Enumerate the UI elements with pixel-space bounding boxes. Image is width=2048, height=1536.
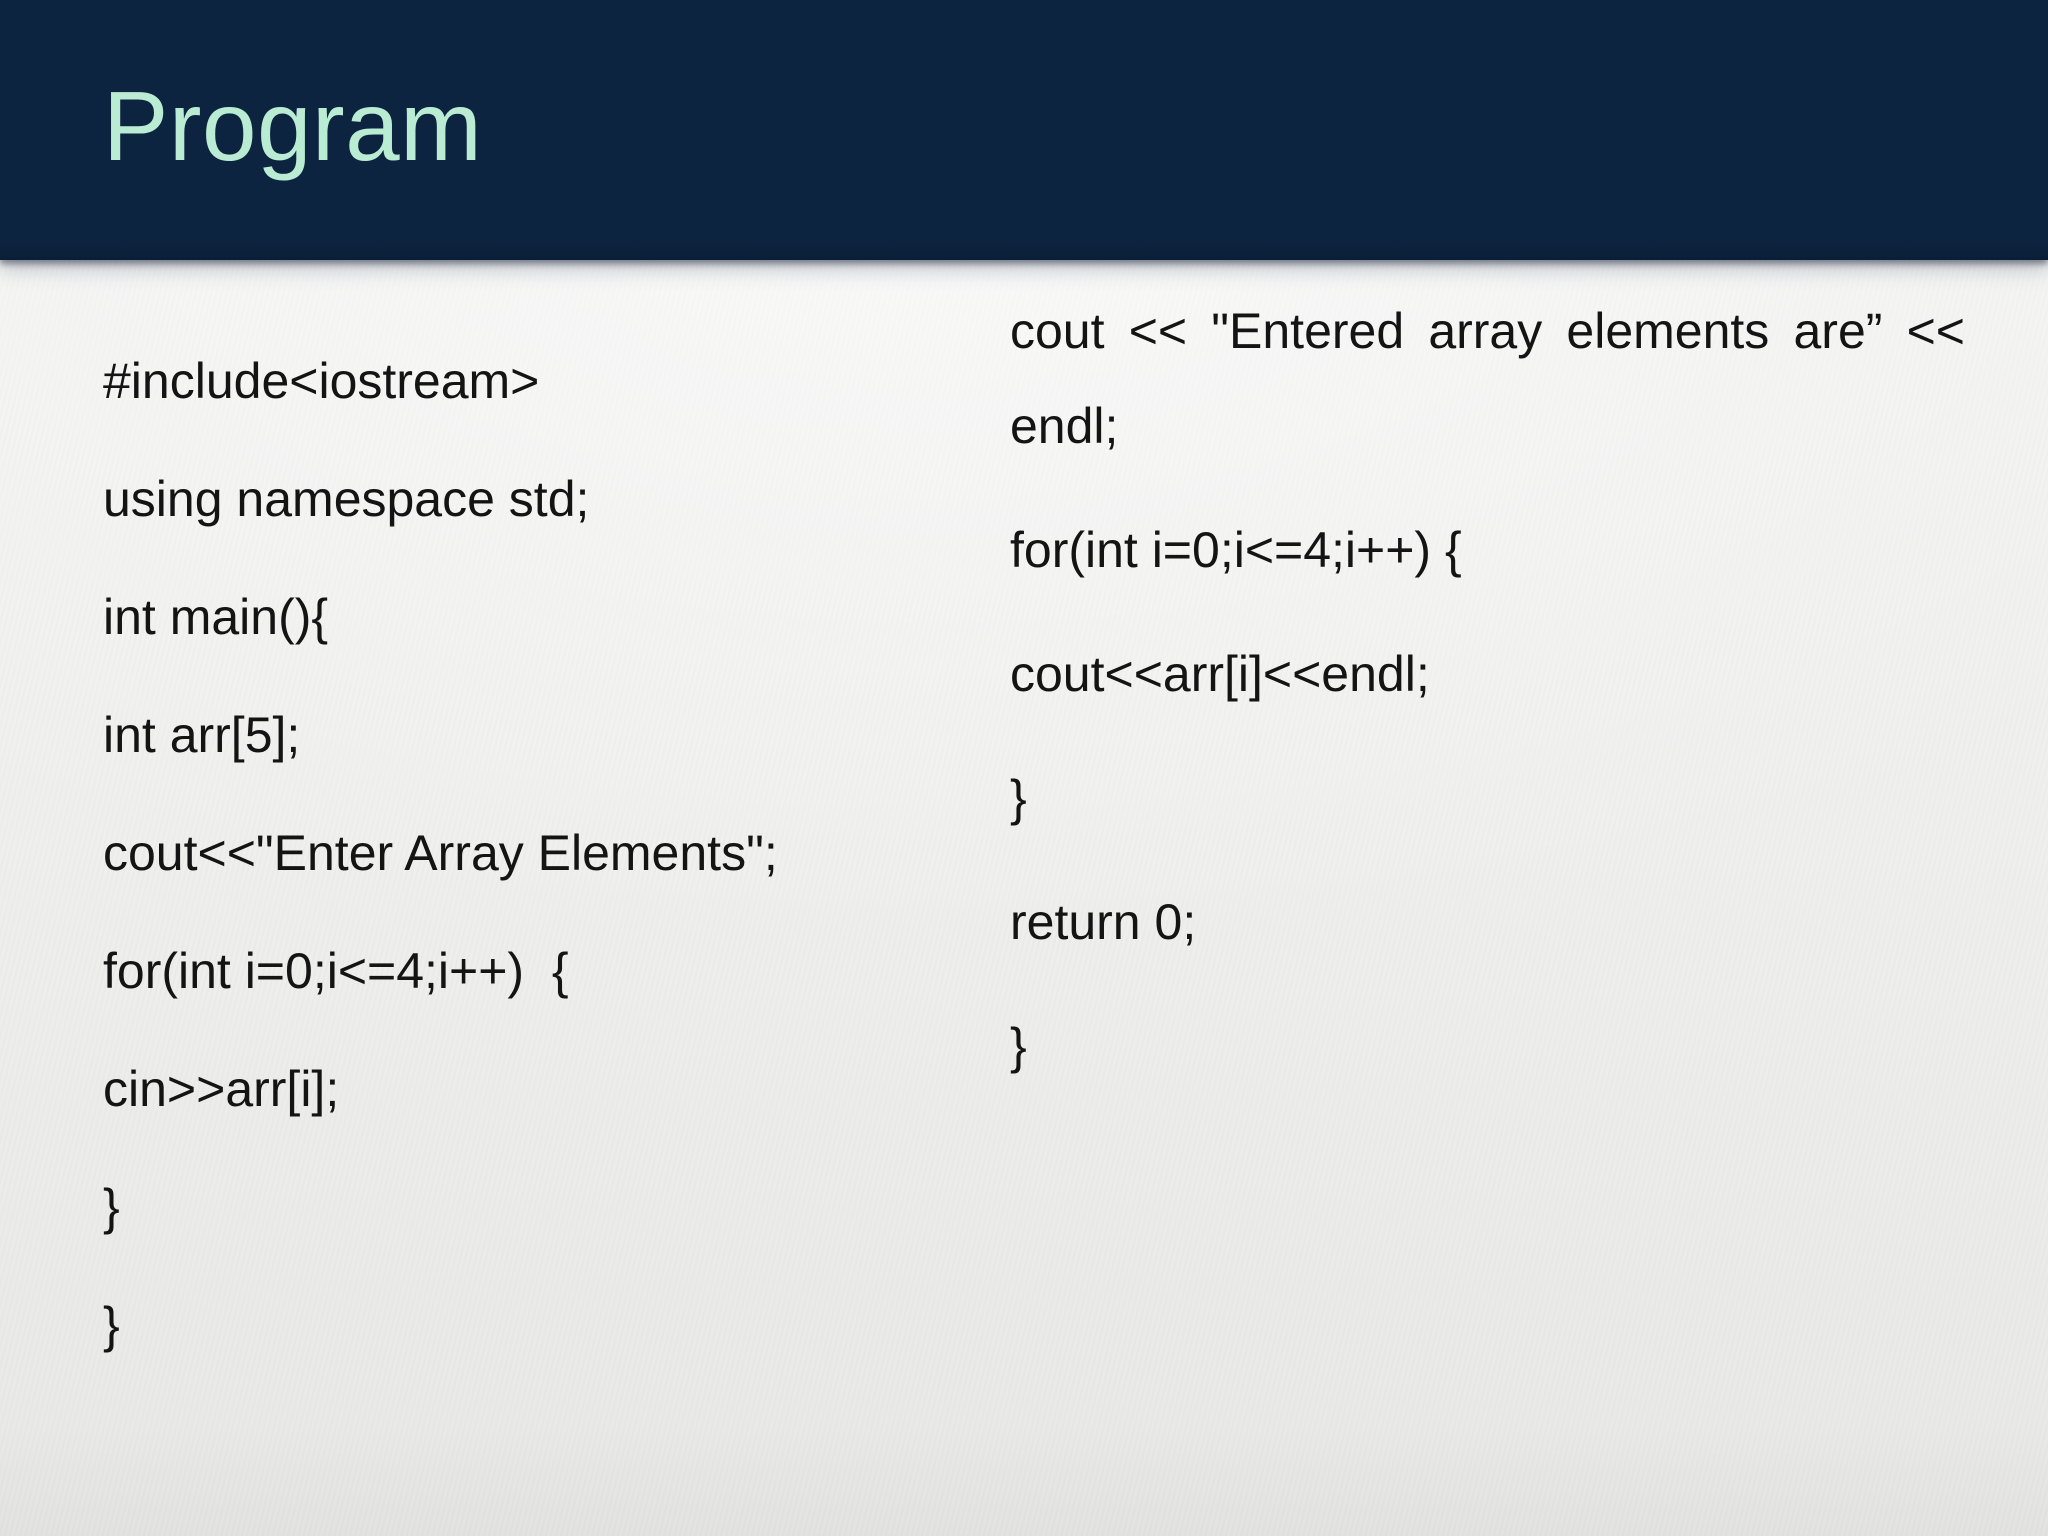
slide-header-bar: Program [0, 0, 2048, 260]
slide-title: Program [103, 71, 483, 181]
code-column-right: cout << "Entered array elements are” << … [1010, 269, 1965, 1108]
code-line-close-brace-4: } [1010, 1018, 1027, 1074]
code-line-for-output: for(int i=0;i<=4;i++) { [1010, 522, 1462, 578]
code-line-include: #include<iostream> [103, 353, 540, 409]
code-line-array-decl: int arr[5]; [103, 707, 301, 763]
code-line-endl: endl; [1010, 398, 1119, 454]
code-line-for-input: for(int i=0;i<=4;i++) { [103, 943, 569, 999]
code-line-close-brace-1: } [103, 1179, 120, 1235]
code-column-left: #include<iostream> using namespace std; … [103, 322, 963, 1384]
code-line-close-brace-3: } [1010, 770, 1027, 826]
code-line-close-brace-2: } [103, 1297, 120, 1353]
code-line-cout-arr: cout<<arr[i]<<endl; [1010, 646, 1430, 702]
code-line-cout-entered: cout << "Entered array elements are” << [1010, 303, 1965, 359]
code-line-cin: cin>>arr[i]; [103, 1061, 340, 1117]
code-line-cout-prompt: cout<<"Enter Array Elements"; [103, 825, 778, 881]
code-line-namespace: using namespace std; [103, 471, 590, 527]
code-line-return: return 0; [1010, 894, 1197, 950]
code-line-main: int main(){ [103, 589, 329, 645]
